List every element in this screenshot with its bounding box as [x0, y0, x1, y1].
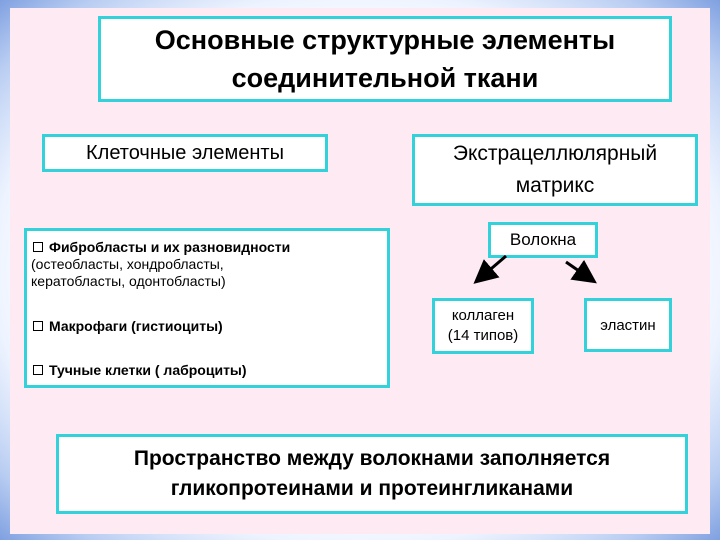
- space-line-2: гликопротеинами и протеингликанами: [170, 477, 574, 500]
- list-item-detail-1: (остеобласты, хондробласты,: [31, 256, 224, 272]
- list-item: Тучные клетки ( лаброциты): [33, 362, 381, 379]
- elastin-box: эластин: [584, 298, 672, 352]
- elastin-label: эластин: [600, 316, 656, 334]
- list-item: Макрофаги (гистиоциты): [33, 318, 381, 335]
- matrix-line-1: Экстрацеллюлярный: [452, 142, 658, 165]
- matrix-line-2: матрикс: [515, 174, 595, 197]
- fibers-label: Волокна: [509, 230, 577, 249]
- title-line-1: Основные структурные элементы: [154, 25, 616, 55]
- title-line-2: соединительной ткани: [231, 63, 539, 93]
- slide-canvas: Основные структурные элементы соединител…: [10, 8, 710, 534]
- square-bullet-icon: [33, 321, 43, 331]
- cellular-elements-box: Клеточные элементы: [42, 134, 328, 172]
- square-bullet-icon: [33, 242, 43, 252]
- title-box: Основные структурные элементы соединител…: [98, 16, 672, 102]
- list-item-text: Макрофаги (гистиоциты): [49, 318, 223, 334]
- interfiber-space-box: Пространство между волокнами заполняется…: [56, 434, 688, 514]
- extracellular-matrix-box: Экстрацеллюлярный матрикс: [412, 134, 698, 206]
- square-bullet-icon: [33, 365, 43, 375]
- list-item-text: Тучные клетки ( лаброциты): [49, 362, 247, 378]
- cells-list-box: Фибробласты и их разновидности (остеобла…: [24, 228, 390, 388]
- fibers-box: Волокна: [488, 222, 598, 258]
- collagen-box: коллаген (14 типов): [432, 298, 534, 354]
- collagen-line-2: (14 типов): [447, 327, 519, 344]
- list-item-head: Фибробласты и их разновидности: [49, 239, 291, 255]
- list-item-detail-2: кератобласты, одонтобласты): [31, 273, 226, 289]
- space-line-1: Пространство между волокнами заполняется: [133, 447, 611, 470]
- list-item: Фибробласты и их разновидности: [33, 239, 381, 256]
- collagen-line-1: коллаген: [451, 307, 515, 324]
- cellular-elements-label: Клеточные элементы: [86, 141, 284, 164]
